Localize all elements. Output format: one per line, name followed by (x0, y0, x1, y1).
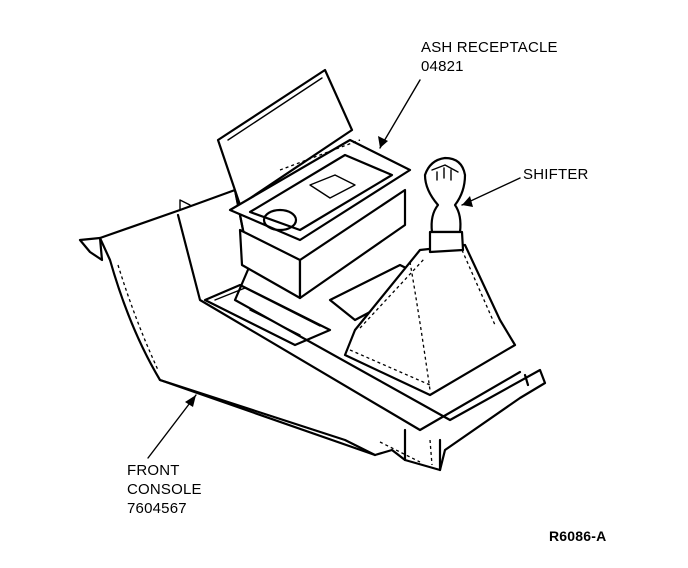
front-console-line1: FRONT (127, 462, 180, 479)
ash-arrowhead (378, 136, 388, 148)
ash-receptacle-name: ASH RECEPTACLE (421, 39, 558, 56)
console-leader-line (147, 394, 197, 459)
ash-leader-line (379, 79, 421, 149)
front-console-label: FRONT CONSOLE 7604567 (127, 461, 202, 518)
front-console-part-number: 7604567 (127, 500, 187, 517)
ash-receptacle (216, 68, 412, 300)
front-console-body (78, 188, 547, 472)
figure-reference: R6086-A (549, 528, 607, 544)
shifter-boot (343, 243, 517, 397)
ash-receptacle-label: ASH RECEPTACLE 04821 (421, 38, 558, 76)
shifter-leader-line (461, 177, 521, 206)
shifter-arrowhead (462, 196, 473, 207)
ash-receptacle-part-number: 04821 (421, 58, 464, 75)
shifter-knob (423, 156, 467, 254)
shifter-label: SHIFTER (523, 165, 589, 184)
shifter-name: SHIFTER (523, 166, 589, 183)
front-console-line2: CONSOLE (127, 481, 202, 498)
leader-arrows (147, 79, 521, 459)
console-arrowhead (185, 395, 196, 407)
